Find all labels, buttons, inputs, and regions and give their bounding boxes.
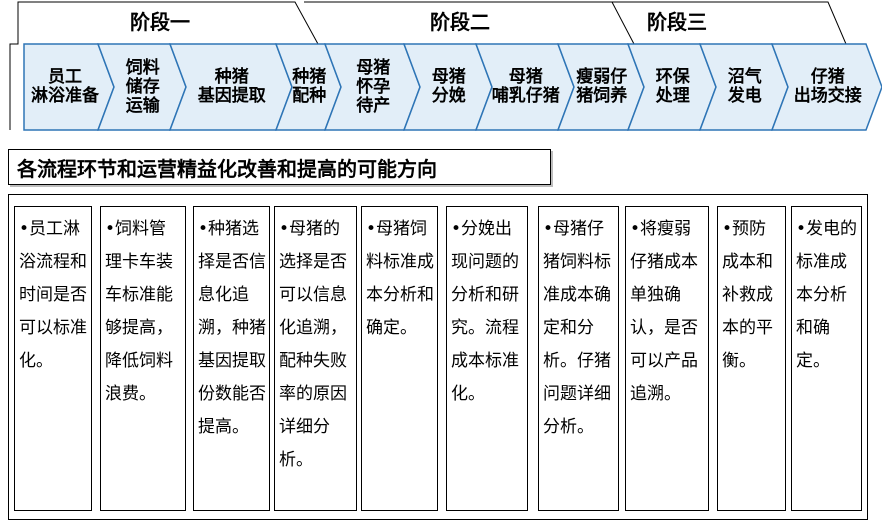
note-box-8: •将瘦弱仔猪成本单独确认，是否可以产品追溯。 — [625, 206, 709, 511]
step-label-4: 种猪 配种 — [292, 67, 327, 106]
note-box-3: •种猪选择是否信息化追溯，种猪基因提取份数能否提高。 — [193, 206, 270, 511]
note-box-4: •母猪的选择是否可以信息化追溯，配种失败率的原因详细分析。 — [274, 206, 357, 511]
step-label-2: 饲料 储存 运输 — [125, 57, 160, 116]
note-box-6: •分娩出现问题的分析和研究。流程成本标准化。 — [446, 206, 528, 511]
stage-frames — [9, 1, 847, 130]
note-box-7: •母猪仔猪饲料标准成本确定和分析。仔猪问题详细分析。 — [538, 206, 619, 511]
stage-title-2: 阶段二 — [430, 10, 490, 34]
note-box-1: •员工淋浴流程和时间是否可以标准化。 — [14, 206, 92, 511]
note-box-10: •发电的标准成本分析和确定。 — [791, 206, 862, 511]
step-label-6: 母猪 分娩 — [431, 67, 466, 106]
step-label-11: 仔猪 出场交接 — [793, 67, 862, 106]
chevron-step-11 — [770, 43, 882, 131]
notes-frame — [8, 194, 868, 520]
stage-frame-1 — [9, 1, 319, 130]
process-chevrons — [23, 43, 882, 131]
step-label-5: 母猪 怀孕 待产 — [356, 57, 391, 116]
stage-title-1: 阶段一 — [130, 10, 190, 34]
section-heading: 各流程环节和运营精益化改善和提高的可能方向 — [8, 149, 551, 185]
step-label-7: 母猪 哺乳仔猪 — [491, 67, 560, 106]
step-label-10: 沼气 发电 — [727, 67, 762, 106]
step-label-8: 瘦弱仔 猪饲养 — [576, 67, 628, 106]
note-box-2: •饲料管理卡车装车标准能够提高，降低饲料浪费。 — [100, 206, 186, 511]
stage-frame-3 — [612, 1, 847, 45]
step-label-3: 种猪 基因提取 — [197, 67, 266, 106]
note-box-9: •预防成本和补救成本的平衡。 — [717, 206, 786, 511]
stage-title-3: 阶段三 — [647, 10, 707, 34]
step-label-9: 环保 处理 — [655, 67, 690, 106]
note-box-5: •母猪饲料标准成本分析和确定。 — [361, 206, 438, 511]
step-label-1: 员工 淋浴准备 — [31, 67, 99, 106]
